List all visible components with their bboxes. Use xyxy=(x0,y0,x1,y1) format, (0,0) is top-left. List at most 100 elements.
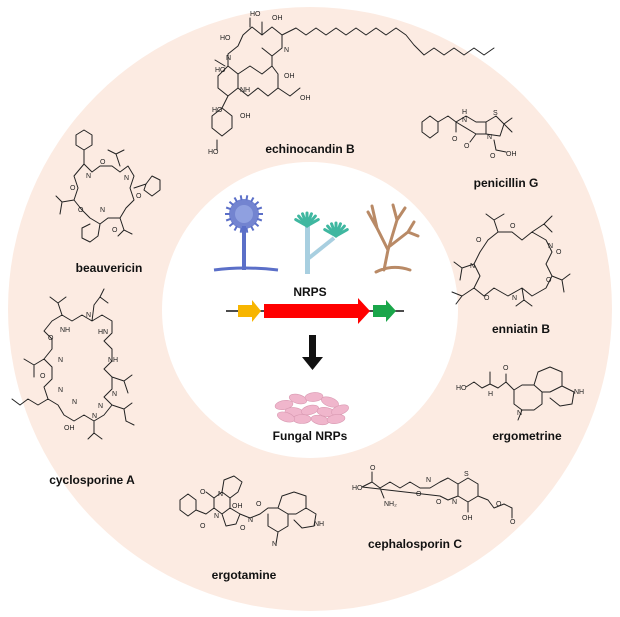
pill xyxy=(277,411,295,423)
svg-text:O: O xyxy=(48,335,54,342)
upstream-gene-arrow xyxy=(238,300,261,322)
svg-text:N: N xyxy=(512,295,517,302)
svg-text:N: N xyxy=(86,173,91,180)
compound-penicillin-g: HN SN OO OHO penicillin G xyxy=(421,109,539,190)
svg-text:N: N xyxy=(86,312,91,319)
svg-text:O: O xyxy=(100,159,106,166)
svg-text:O: O xyxy=(510,519,516,526)
svg-text:O: O xyxy=(416,491,422,498)
svg-text:HO: HO xyxy=(352,485,363,492)
svg-text:O: O xyxy=(200,523,206,530)
svg-text:O: O xyxy=(484,295,490,302)
compound-label-penicillin-g: penicillin G xyxy=(474,176,539,190)
aspergillus-icon xyxy=(213,195,279,272)
svg-text:OH: OH xyxy=(462,515,473,522)
pill xyxy=(326,414,346,424)
conidia-spike xyxy=(245,195,249,201)
compound-label-ergotamine: ergotamine xyxy=(212,568,277,582)
svg-text:O: O xyxy=(40,373,46,380)
compound-label-beauvericin: beauvericin xyxy=(76,261,143,275)
svg-text:S: S xyxy=(464,471,469,478)
penicillin-g-structure: HN SN OO OHO xyxy=(421,109,517,160)
svg-text:N: N xyxy=(462,117,467,124)
conidia-spike xyxy=(233,225,238,231)
penicillus-branch xyxy=(305,218,320,228)
svg-text:N: N xyxy=(487,134,492,141)
conidia-spike xyxy=(225,217,232,222)
svg-text:N: N xyxy=(470,263,475,270)
conidia-spike xyxy=(256,206,263,211)
gene-cluster-label: NRPS xyxy=(293,285,326,299)
svg-text:OH: OH xyxy=(240,113,251,120)
svg-text:O: O xyxy=(78,207,84,214)
svg-text:O: O xyxy=(510,223,516,230)
penicillus-branch xyxy=(334,228,349,238)
svg-text:OH: OH xyxy=(232,503,243,510)
svg-text:HO: HO xyxy=(456,385,467,392)
conidia-spike xyxy=(254,222,260,227)
penicillium-icon xyxy=(294,211,349,274)
conidia-spike xyxy=(239,227,243,233)
svg-text:H: H xyxy=(488,391,493,398)
compound-beauvericin: ON NO OO NO beauvericin xyxy=(55,129,161,275)
svg-text:N: N xyxy=(548,243,553,250)
svg-text:HO: HO xyxy=(220,35,231,42)
conidia-spike xyxy=(228,222,234,227)
svg-text:N: N xyxy=(226,55,231,62)
svg-text:N: N xyxy=(92,413,97,420)
pill xyxy=(274,400,294,410)
svg-text:N: N xyxy=(214,513,219,520)
svg-text:NH: NH xyxy=(240,87,250,94)
svg-text:O: O xyxy=(240,525,246,532)
fungi-icons xyxy=(213,195,420,274)
svg-text:HO: HO xyxy=(250,11,261,18)
svg-text:O: O xyxy=(370,465,376,472)
svg-text:N: N xyxy=(426,477,431,484)
svg-text:N: N xyxy=(284,47,289,54)
svg-text:H: H xyxy=(462,109,467,116)
gene-cluster xyxy=(226,298,404,324)
pill xyxy=(304,392,324,402)
svg-text:N: N xyxy=(248,517,253,524)
compound-label-echinocandin-b: echinocandin B xyxy=(265,142,355,156)
nrps-gene-arrow xyxy=(264,298,370,324)
compound-enniatin-b: OO NO ON ON enniatin B xyxy=(451,213,571,336)
conidia-spike xyxy=(254,201,260,206)
svg-text:O: O xyxy=(464,143,470,150)
svg-text:OH: OH xyxy=(64,425,75,432)
svg-text:HN: HN xyxy=(98,329,108,336)
biosynthesis-down-arrow xyxy=(302,335,323,370)
svg-text:O: O xyxy=(70,185,76,192)
ergometrine-structure: HO H O NH N xyxy=(456,365,584,421)
svg-text:O: O xyxy=(490,153,496,160)
svg-text:O: O xyxy=(436,499,442,506)
svg-text:N: N xyxy=(72,399,77,406)
svg-text:O: O xyxy=(452,136,458,143)
svg-text:O: O xyxy=(476,237,482,244)
svg-text:O: O xyxy=(503,365,509,372)
beauvericin-structure: ON NO OO NO xyxy=(55,129,161,243)
svg-text:N: N xyxy=(58,357,63,364)
svg-text:O: O xyxy=(136,193,142,200)
enniatin-b-structure: OO NO ON ON xyxy=(451,213,571,307)
svg-text:N: N xyxy=(452,499,457,506)
pill xyxy=(300,404,320,416)
svg-text:NH₂: NH₂ xyxy=(384,501,397,508)
svg-text:NH: NH xyxy=(108,357,118,364)
svg-text:N: N xyxy=(124,175,129,182)
svg-text:O: O xyxy=(556,249,562,256)
pill xyxy=(331,404,349,416)
pills-icon xyxy=(274,392,349,426)
compound-label-cyclosporine-a: cyclosporine A xyxy=(49,473,135,487)
svg-text:NH: NH xyxy=(574,389,584,396)
conidia-spike xyxy=(233,197,238,203)
conidia-spike xyxy=(239,195,243,201)
svg-text:N: N xyxy=(517,410,522,417)
